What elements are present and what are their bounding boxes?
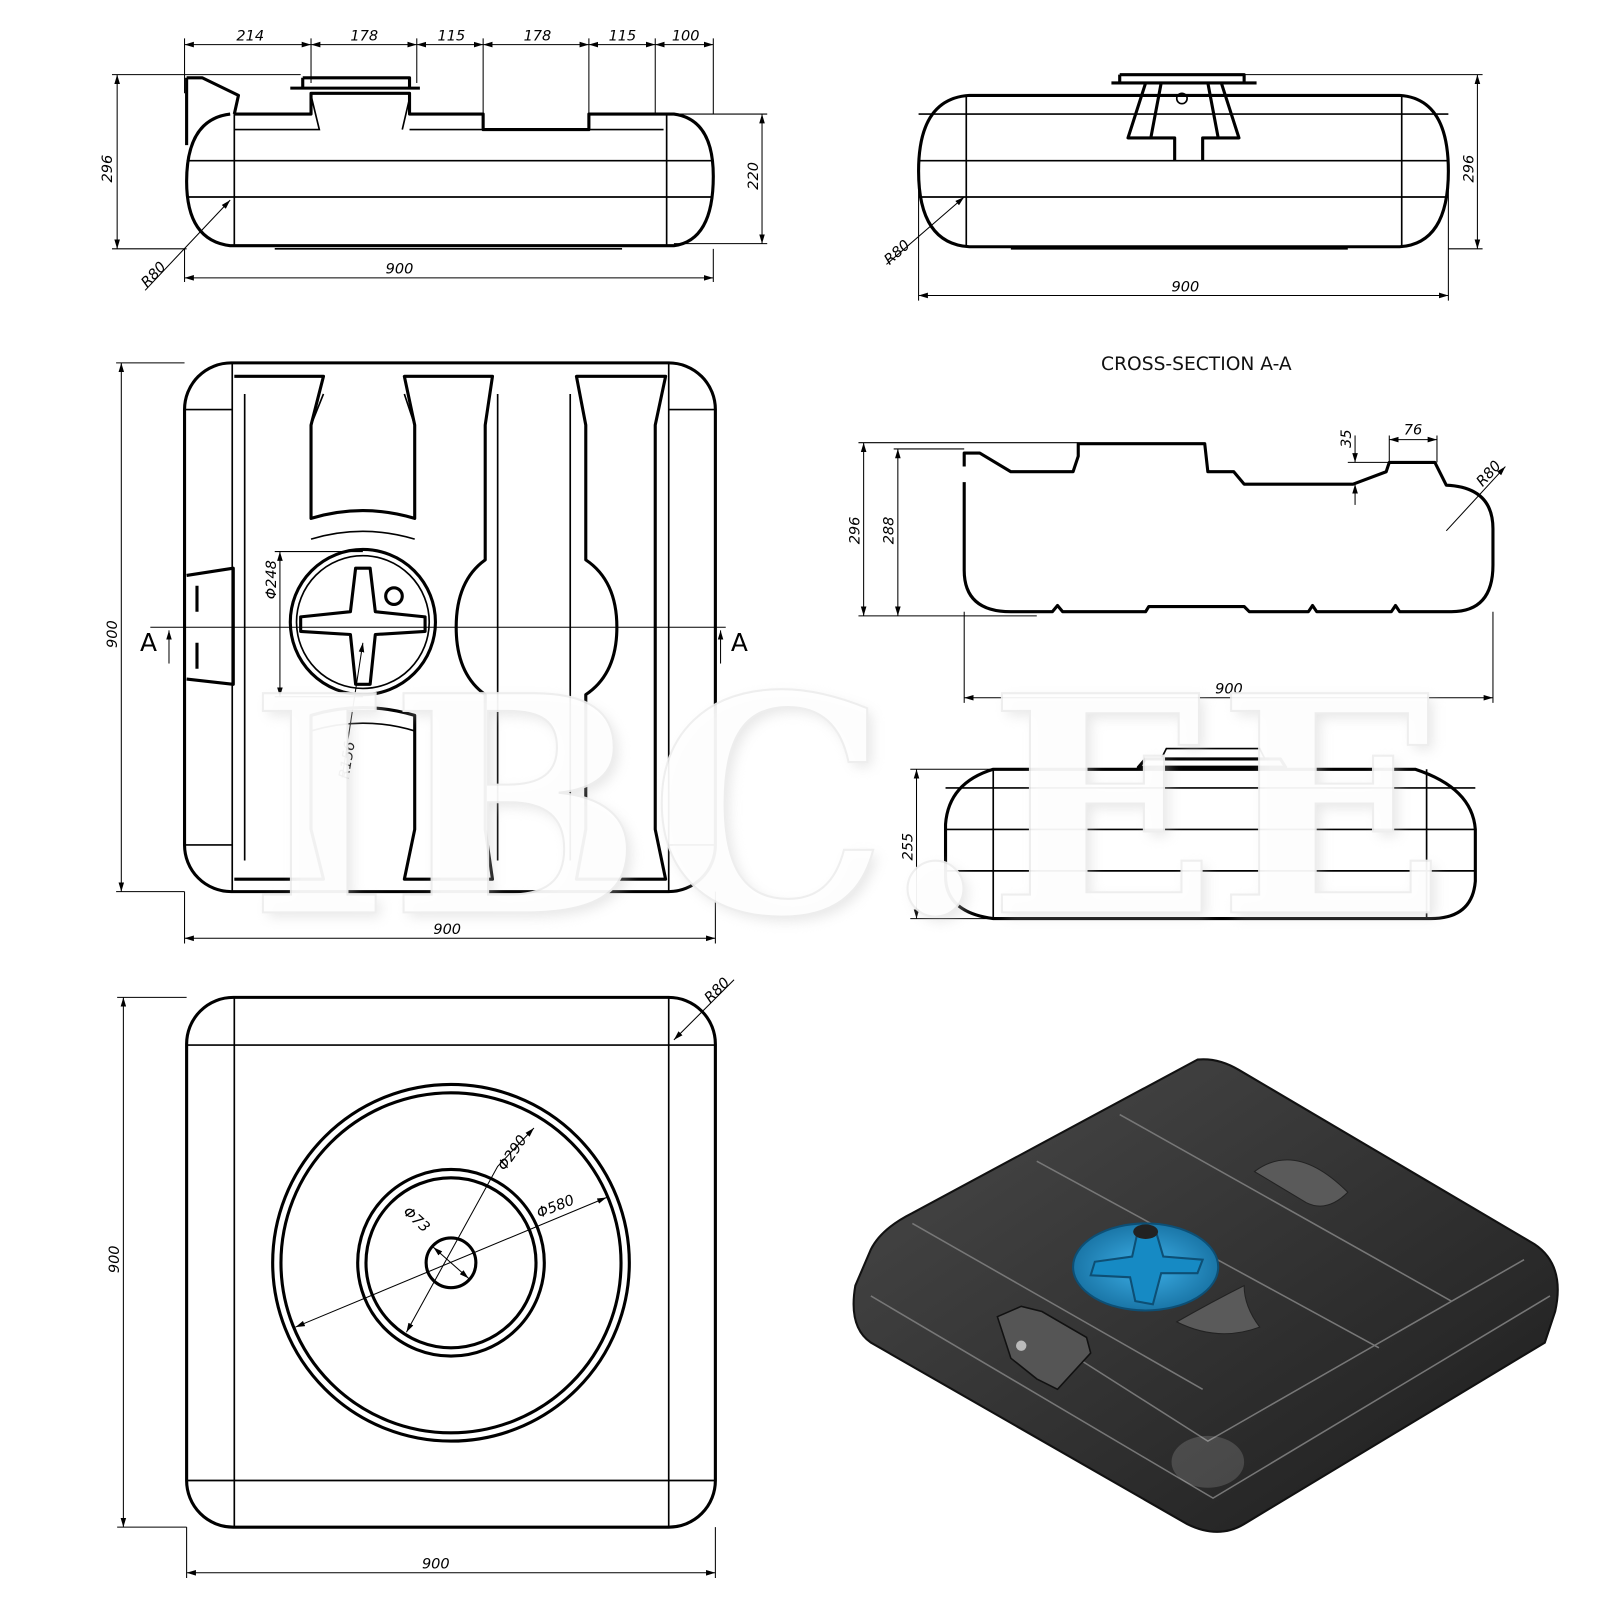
dim-220: 220 [746, 162, 762, 190]
dim-115-b: 115 [609, 28, 637, 44]
plan-cap [288, 547, 438, 697]
watermark: IBC.EE IBC.EE [248, 629, 1453, 989]
section-mark-right: A [731, 628, 748, 657]
cs-dim-35: 35 [1339, 429, 1355, 447]
side-dim-900: 900 [1172, 279, 1200, 295]
cs-dim-288: 288 [882, 517, 898, 545]
cross-section: CROSS-SECTION A-A 296 288 35 76 R80 900 [847, 354, 1506, 703]
dim-178-b: 178 [524, 28, 552, 44]
cross-section-title: CROSS-SECTION A-A [1101, 354, 1292, 375]
cs-dim-296: 296 [847, 517, 863, 545]
dim-214: 214 [236, 28, 264, 44]
tank-3d-render [852, 1058, 1559, 1533]
dim-phi290: Φ290 [495, 1133, 531, 1174]
bottom-view: Φ580 Φ290 Φ73 R80 900 900 [107, 975, 735, 1578]
plan-dim-900-h: 900 [433, 922, 461, 938]
section-mark-left: A [140, 628, 157, 657]
cs-dim-900: 900 [1215, 682, 1243, 698]
bottom-dim-900-h: 900 [422, 1557, 450, 1573]
plan-dim-900-v: 900 [105, 620, 121, 648]
dim-115-a: 115 [438, 28, 466, 44]
dim-r156: R156 [337, 740, 359, 780]
dim-r80: R80 [138, 259, 169, 291]
watermark-text: IBC.EE [249, 630, 1446, 983]
dim-100: 100 [672, 28, 700, 44]
front-dimensions: 214 178 115 178 115 100 296 220 900 R80 [100, 28, 768, 291]
dim-phi73: Φ73 [400, 1204, 433, 1236]
cs-dim-r80: R80 [1474, 458, 1505, 490]
dim-phi580: Φ580 [535, 1192, 577, 1221]
bottom-dim-900-v: 900 [107, 1245, 123, 1273]
side-dim-r80: R80 [882, 237, 914, 268]
dim-phi248: Φ248 [264, 560, 280, 599]
end-view: 255 [900, 747, 1477, 921]
dim-296: 296 [100, 155, 116, 183]
plan-view: A A Φ248 R156 900 900 [105, 361, 748, 944]
cs-dim-76: 76 [1404, 422, 1422, 438]
end-dim-255: 255 [900, 833, 916, 861]
side-dim-296: 296 [1461, 155, 1477, 183]
side-view: 296 900 R80 [882, 73, 1483, 301]
svg-text:IBC.EE: IBC.EE [254, 636, 1451, 989]
dim-178-a: 178 [350, 28, 378, 44]
dim-900: 900 [386, 262, 414, 278]
front-view: 214 178 115 178 115 100 296 220 900 R80 [100, 28, 768, 291]
